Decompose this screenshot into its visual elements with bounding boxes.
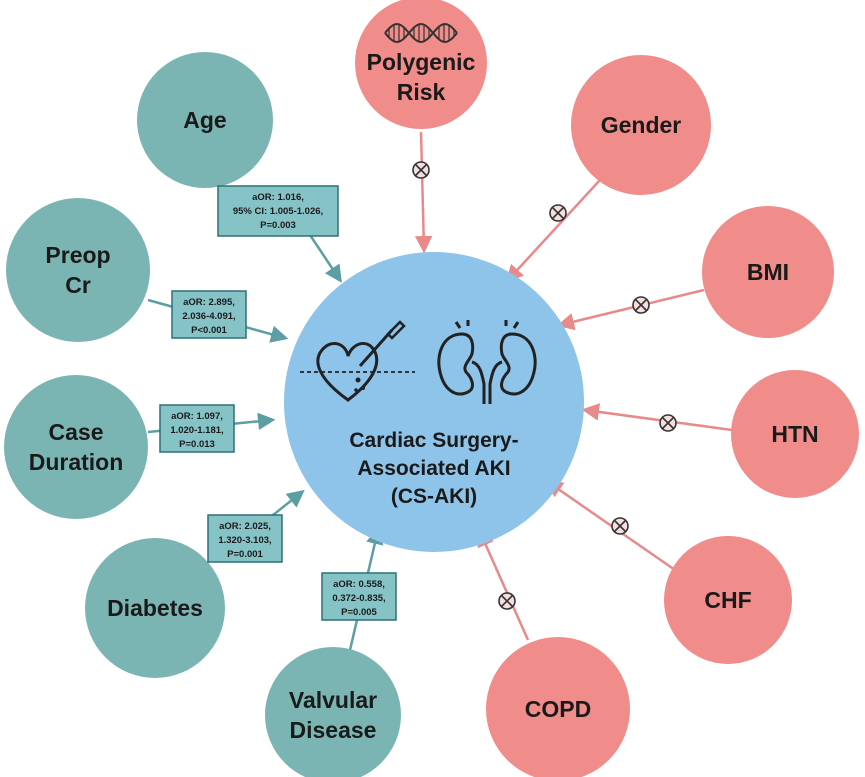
stat-line-age-1: aOR: 1.016, [252, 192, 304, 203]
stat-line-diabetes-3: P=0.001 [227, 549, 263, 560]
center-title-line-3: (CS-AKI) [391, 485, 477, 508]
edge-copd [477, 528, 530, 641]
edge-age [306, 231, 342, 283]
null-effect-icon-bmi [632, 296, 650, 314]
center-circle [284, 252, 584, 552]
node-label-case-duration-1: Case [49, 419, 104, 445]
node-circle-case-duration [4, 375, 148, 519]
stat-box-age: aOR: 1.016, 95% CI: 1.005-1.026, P=0.003 [217, 185, 339, 237]
node-htn: HTN [731, 370, 859, 498]
null-effect-icon-htn [659, 414, 677, 432]
stat-line-age-2: 95% CI: 1.005-1.026, [233, 206, 323, 217]
stat-line-preop-cr-2: 2.036-4.091, [182, 311, 235, 322]
node-label-preop-cr-1: Preop [45, 242, 110, 268]
stat-line-case-duration-1: aOR: 1.097, [171, 411, 223, 422]
null-effect-icon-copd [498, 592, 516, 610]
node-label-age-1: Age [183, 107, 226, 133]
null-effect-icon-gender [549, 204, 567, 222]
center-node: Cardiac Surgery- Associated AKI (CS-AKI) [284, 252, 584, 552]
node-label-preop-cr-2: Cr [65, 272, 91, 298]
stat-line-case-duration-2: 1.020-1.181, [170, 425, 223, 436]
node-circle-diabetes [85, 538, 225, 678]
node-circle-preop-cr [6, 198, 150, 342]
node-circle-age [137, 52, 273, 188]
heart-scalpel-icon [300, 320, 415, 402]
center-title-line-1: Cardiac Surgery- [349, 429, 518, 452]
stat-line-age-3: P=0.003 [260, 220, 296, 231]
stat-line-case-duration-3: P=0.013 [179, 439, 215, 450]
node-label-copd-1: COPD [525, 696, 591, 722]
node-label-case-duration-2: Duration [29, 449, 124, 475]
node-label-polygenic-risk-2: Risk [397, 79, 446, 105]
null-effect-icon-chf [611, 517, 629, 535]
stat-box-valvular-disease: aOR: 0.558, 0.372-0.835, P=0.005 [321, 572, 397, 621]
stat-line-diabetes-2: 1.320-3.103, [218, 535, 271, 546]
node-copd: COPD [486, 637, 630, 777]
node-circle-gender [571, 55, 711, 195]
node-label-valvular-disease-1: Valvular [289, 687, 377, 713]
kidneys-icon [437, 320, 537, 404]
edge-bmi [556, 288, 705, 331]
node-bmi: BMI [702, 206, 834, 338]
node-circle-chf [664, 536, 792, 664]
dna-icon [384, 22, 458, 44]
stat-line-valvular-disease-3: P=0.005 [341, 607, 377, 618]
center-title-line-2: Associated AKI [357, 457, 510, 480]
nodes: Age aOR: 1.016, 95% CI: 1.005-1.026, P=0.00… [4, 0, 859, 777]
edge-gender [505, 179, 601, 283]
node-label-diabetes-1: Diabetes [107, 595, 203, 621]
node-label-gender-1: Gender [601, 112, 682, 138]
stat-box-diabetes: aOR: 2.025, 1.320-3.103, P=0.001 [207, 514, 283, 563]
node-circle-htn [731, 370, 859, 498]
node-circle-copd [486, 637, 630, 777]
stat-line-diabetes-1: aOR: 2.025, [219, 521, 271, 532]
node-circle-bmi [702, 206, 834, 338]
stat-box-preop-cr: aOR: 2.895, 2.036-4.091, P<0.001 [171, 290, 247, 339]
stat-line-preop-cr-1: aOR: 2.895, [183, 297, 235, 308]
null-effect-icon-polygenic-risk [412, 161, 430, 179]
node-diabetes: Diabetes [85, 538, 225, 678]
stat-box-case-duration: aOR: 1.097, 1.020-1.181, P=0.013 [159, 404, 235, 453]
node-label-polygenic-risk-1: Polygenic [367, 49, 476, 75]
edge-polygenic-risk [414, 131, 433, 254]
node-label-bmi-1: BMI [747, 259, 789, 285]
node-age: Age [137, 52, 273, 188]
stat-line-valvular-disease-1: aOR: 0.558, [333, 579, 385, 590]
node-label-chf-1: CHF [704, 587, 751, 613]
edge-htn [581, 403, 733, 432]
node-gender: Gender [571, 55, 711, 195]
node-circle-valvular-disease [265, 647, 401, 777]
node-label-valvular-disease-2: Disease [290, 717, 377, 743]
node-chf: CHF [664, 536, 792, 664]
stat-line-preop-cr-3: P<0.001 [191, 325, 227, 336]
stat-line-valvular-disease-2: 0.372-0.835, [332, 593, 385, 604]
node-label-htn-1: HTN [771, 421, 818, 447]
